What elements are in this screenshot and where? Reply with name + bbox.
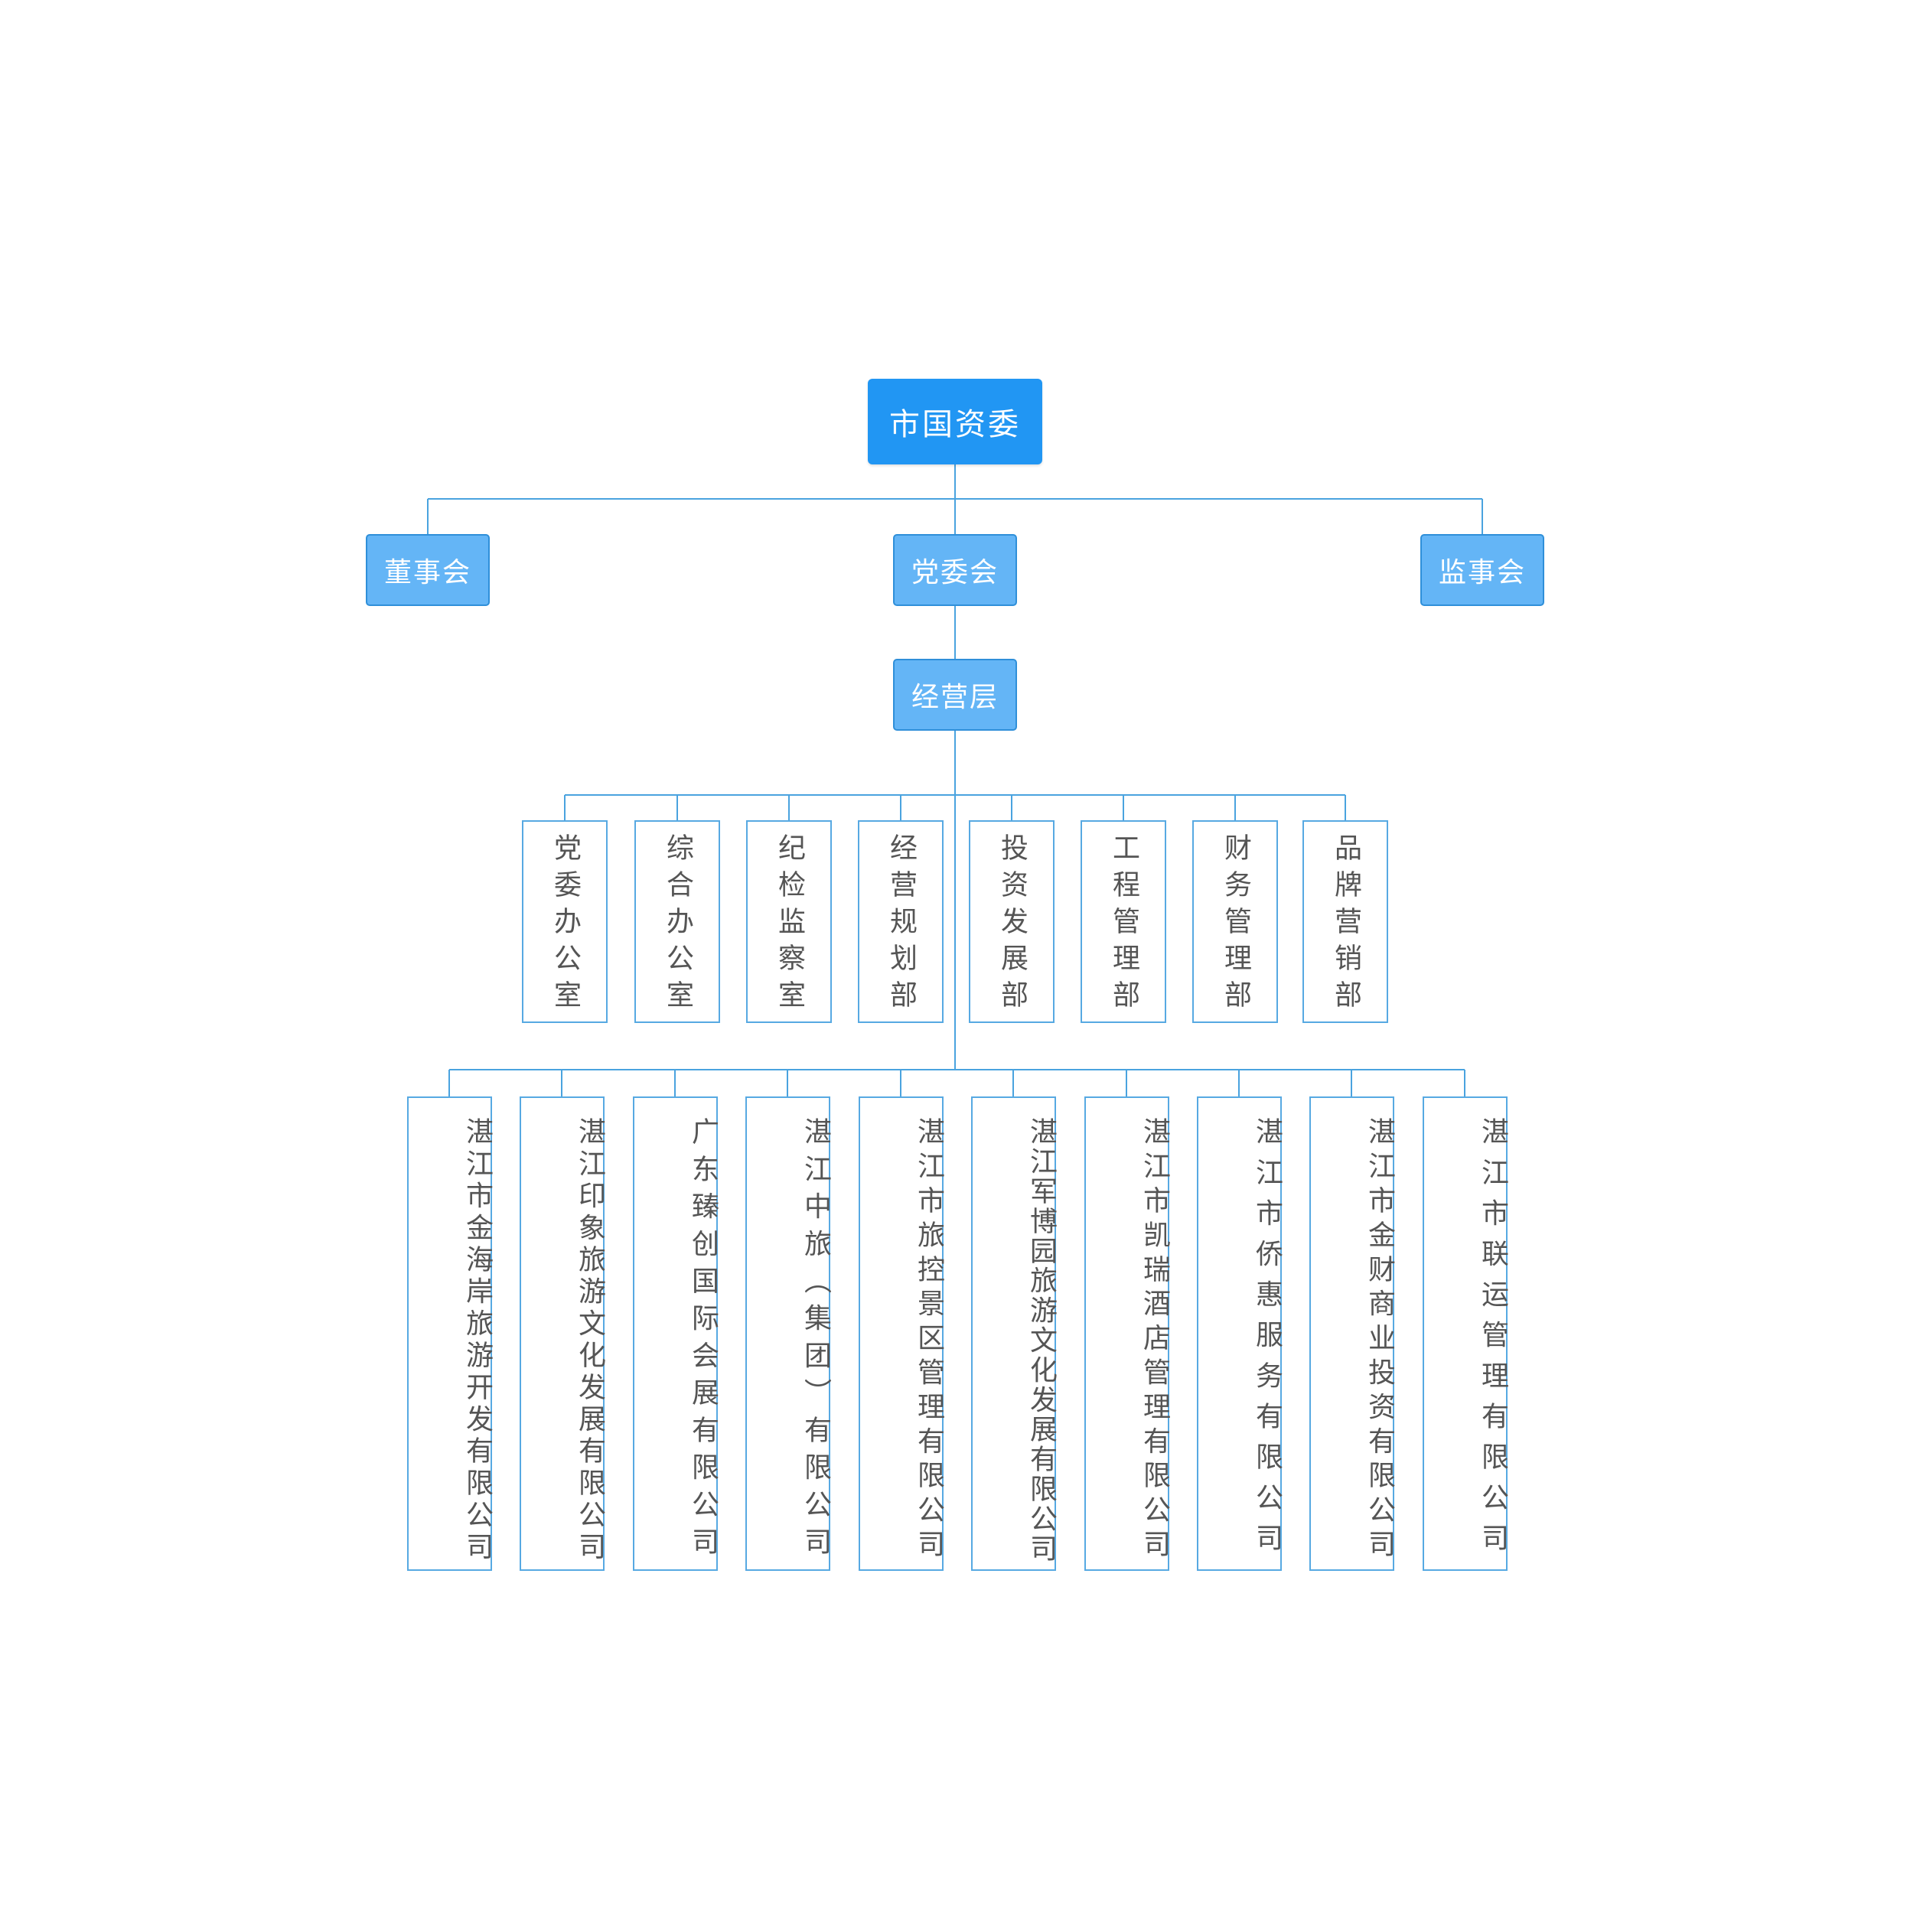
company-node: 湛江市侨惠服务有限公司 (1197, 1096, 1283, 1571)
party-committee-node: 党委会 (893, 534, 1017, 606)
department-node: 经营规划部 (858, 820, 944, 1023)
company-node: 湛江市联运管理有限公司 (1423, 1096, 1508, 1571)
department-node: 财务管理部 (1192, 820, 1278, 1023)
company-node: 广东臻创国际会展有限公司 (633, 1096, 719, 1571)
root-node: 市国资委 (868, 379, 1042, 464)
department-node: 工程管理部 (1081, 820, 1166, 1023)
company-node: 湛江印象旅游文化发展有限公司 (520, 1096, 605, 1571)
department-node: 纪检监察室 (746, 820, 832, 1023)
company-node: 湛江市凯瑞酒店管理有限公司 (1084, 1096, 1170, 1571)
company-node: 湛江中旅（集团）有限公司 (745, 1096, 831, 1571)
department-node: 投资发展部 (969, 820, 1055, 1023)
department-node: 品牌营销部 (1302, 820, 1388, 1023)
department-node: 综合办公室 (634, 820, 720, 1023)
department-node: 党委办公室 (522, 820, 608, 1023)
company-node: 湛江市旅控景区管理有限公司 (859, 1096, 944, 1571)
company-node: 湛江市金海岸旅游开发有限公司 (407, 1096, 493, 1571)
company-node: 湛江军博园旅游文化发展有限公司 (971, 1096, 1057, 1571)
management-node: 经营层 (893, 659, 1017, 731)
company-node: 湛江市金财商业投资有限公司 (1309, 1096, 1395, 1571)
board-node: 董事会 (366, 534, 490, 606)
supervisors-node: 监事会 (1420, 534, 1544, 606)
